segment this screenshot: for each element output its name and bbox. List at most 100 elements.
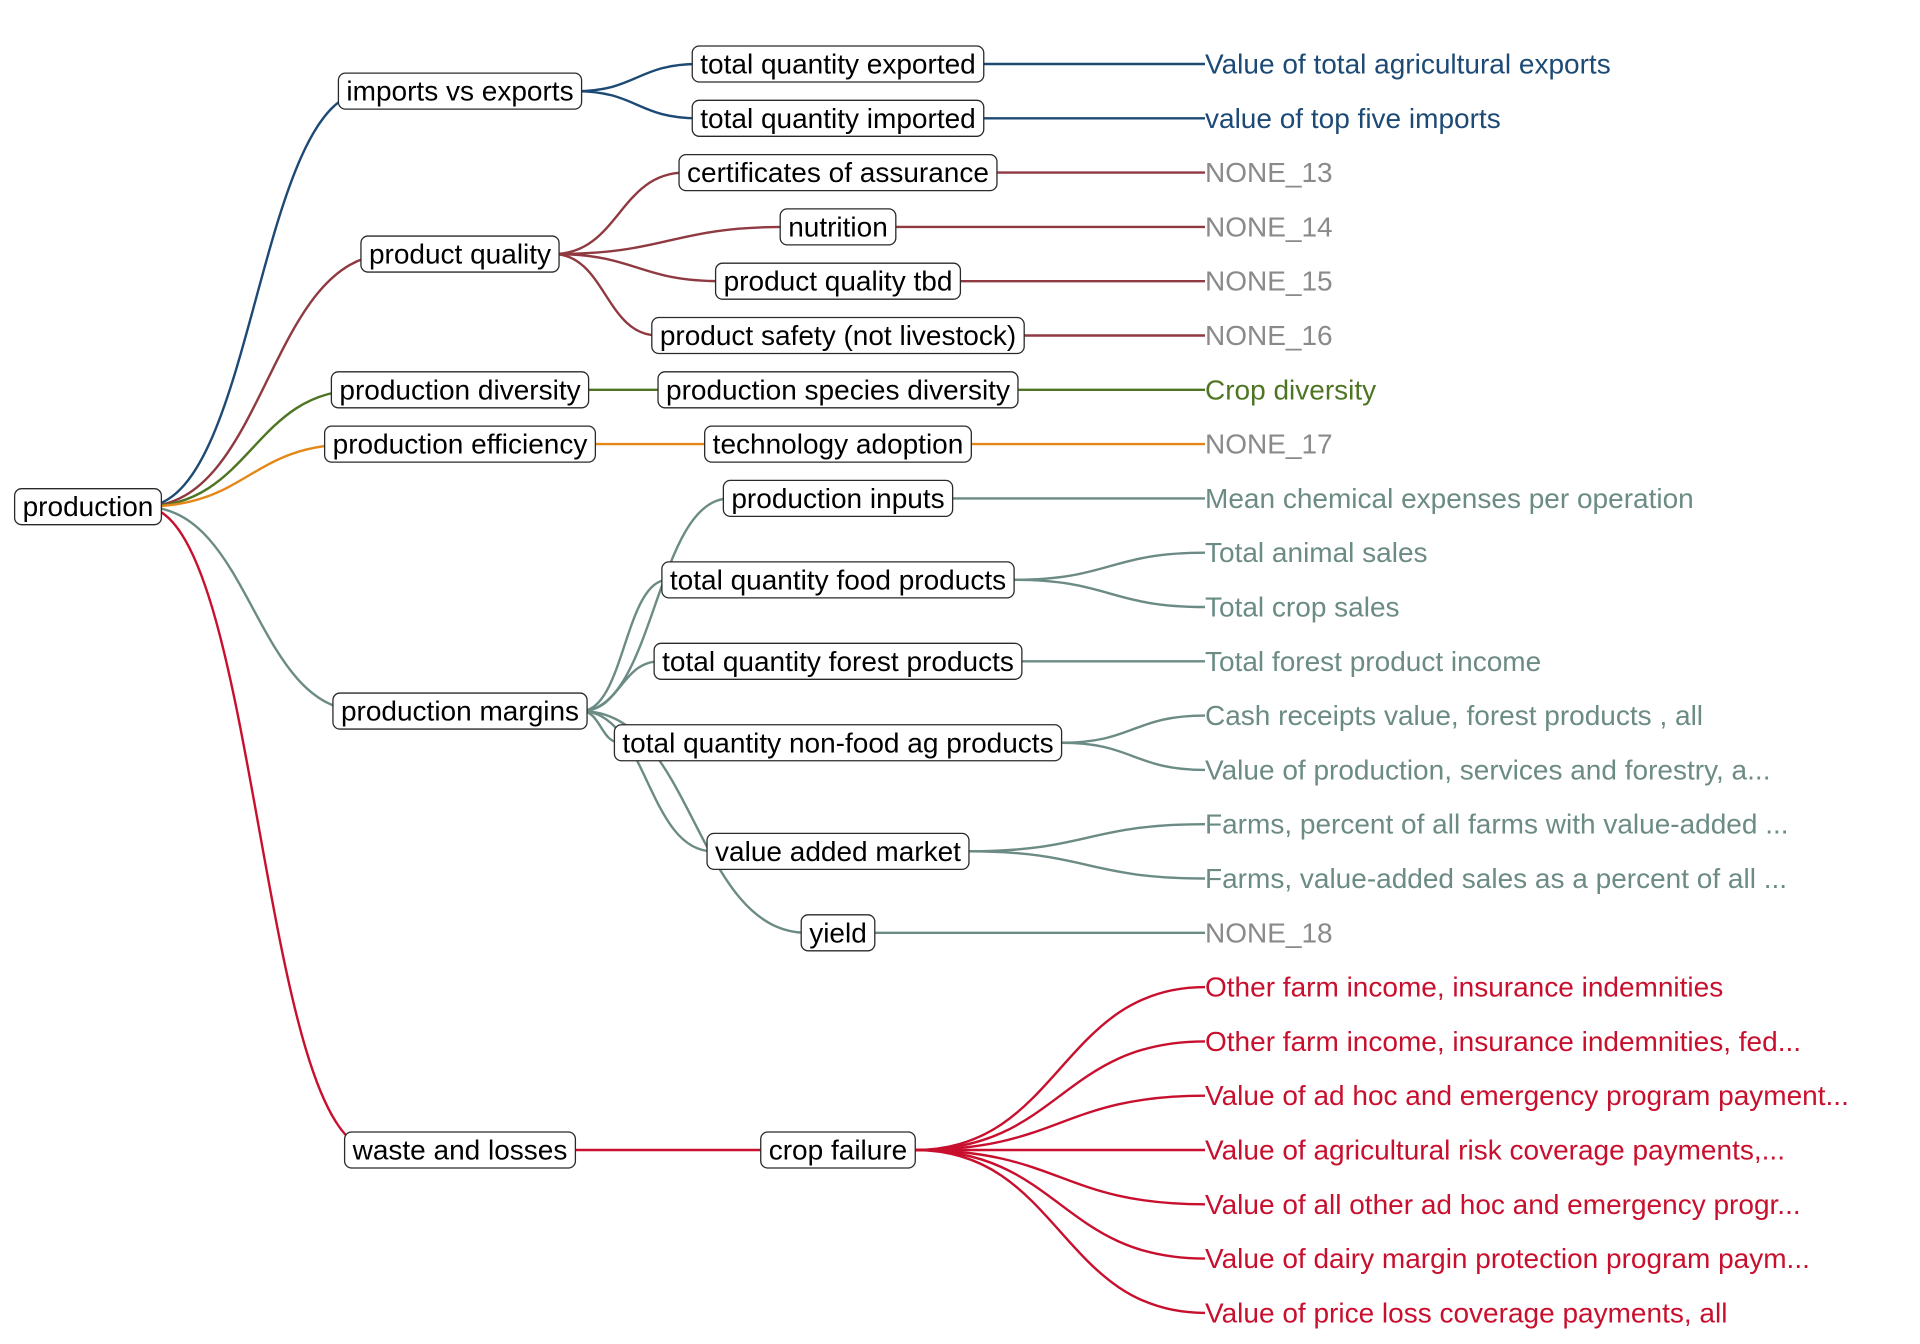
branch-waste-and-losses-edge <box>143 505 375 1152</box>
leaf-value-of-agricultural-risk-coverage-payments-label: Value of agricultural risk coverage paym… <box>1205 1135 1785 1166</box>
branch-production-margins-box <box>332 692 588 730</box>
subnode-total-quantity-exported-edge <box>575 62 699 93</box>
subnode-product-quality-tbd-box <box>714 262 962 300</box>
leaf-other-farm-income-insurance-indemnities-fed-edge <box>915 1040 1206 1152</box>
subnode-total-quantity-food-products-box <box>661 561 1015 599</box>
subnode-total-quantity-forest-products-box <box>653 642 1023 680</box>
subnode-total-quantity-imported-edge <box>575 89 699 120</box>
leaf-value-of-price-loss-coverage-payments-all-edge <box>915 1148 1206 1315</box>
leaf-value-of-all-other-ad-hoc-and-emergency-progr-label: Value of all other ad hoc and emergency … <box>1205 1189 1801 1220</box>
subnode-crop-failure-box <box>760 1131 916 1169</box>
leaf-none-13-label: NONE_13 <box>1205 157 1333 188</box>
subnode-yield-label: yield <box>809 917 867 948</box>
branch-production-efficiency-box <box>323 425 597 463</box>
subnode-total-quantity-imported-box <box>691 99 985 137</box>
subnode-product-safety-not-livestock-edge <box>553 252 658 337</box>
subnode-yield-edge <box>581 709 808 934</box>
leaf-value-of-dairy-margin-protection-program-paym-label: Value of dairy margin protection program… <box>1205 1243 1810 1274</box>
branch-product-quality-box <box>360 235 560 273</box>
subnode-nutrition-node: nutrition <box>779 208 897 246</box>
subnode-total-quantity-forest-products-edge <box>581 660 661 713</box>
subnode-nutrition-edge <box>553 225 787 256</box>
subnode-total-quantity-non-food-ag-products-label: total quantity non-food ag products <box>622 727 1053 758</box>
leaf-none-18-label: NONE_18 <box>1205 917 1333 948</box>
subnode-production-inputs-box <box>722 479 954 518</box>
leaf-total-animal-sales-edge <box>1014 551 1206 582</box>
leaf-other-farm-income-insurance-indemnities-edge <box>915 985 1206 1152</box>
branch-production-efficiency-label: production efficiency <box>333 429 588 460</box>
edges-layer <box>143 62 1206 1315</box>
subnode-production-species-diversity-box <box>657 371 1019 409</box>
leaf-value-of-all-other-ad-hoc-and-emergency-progr-edge <box>915 1148 1206 1206</box>
leaf-total-crop-sales-label: Total crop sales <box>1205 592 1400 623</box>
subnode-product-quality-tbd-node: product quality tbd <box>714 262 962 300</box>
subnode-technology-adoption-node: technology adoption <box>704 425 972 463</box>
subnode-nutrition-box <box>779 208 897 246</box>
root-production-node: production <box>13 488 163 526</box>
leaf-other-farm-income-insurance-indemnities-fed-label: Other farm income, insurance indemnities… <box>1205 1026 1801 1057</box>
subnode-total-quantity-exported-box <box>691 45 985 83</box>
branch-production-efficiency-edge <box>143 442 355 508</box>
subnode-yield-node: yield <box>800 914 876 952</box>
subnode-certificates-of-assurance-node: certificates of assurance <box>678 153 998 192</box>
branch-imports-vs-exports-label: imports vs exports <box>346 76 573 107</box>
root-production-box <box>13 488 163 526</box>
subnode-total-quantity-exported-label: total quantity exported <box>700 49 976 80</box>
leaf-value-of-ad-hoc-and-emergency-program-payment-edge <box>915 1094 1206 1152</box>
subnode-value-added-market-box <box>706 832 970 870</box>
leaf-cash-receipts-value-forest-products-all-edge <box>1061 714 1206 744</box>
leaf-farms-value-added-sales-as-a-percent-of-all-label: Farms, value-added sales as a percent of… <box>1205 863 1787 894</box>
subnode-total-quantity-imported-label: total quantity imported <box>700 103 976 134</box>
leaf-none-14-label: NONE_14 <box>1205 211 1333 242</box>
leaf-value-of-production-services-and-forestry-a-edge <box>1061 741 1206 772</box>
branch-production-margins-edge <box>143 505 363 713</box>
branch-imports-vs-exports-box <box>337 72 583 110</box>
leaf-farms-percent-of-all-farms-with-value-added-label: Farms, percent of all farms with value-a… <box>1205 809 1789 840</box>
branch-waste-and-losses-label: waste and losses <box>352 1135 568 1166</box>
subnode-product-safety-not-livestock-label: product safety (not livestock) <box>660 320 1016 351</box>
subnode-total-quantity-food-products-label: total quantity food products <box>670 564 1006 595</box>
subnode-total-quantity-exported-node: total quantity exported <box>691 45 985 83</box>
subnode-total-quantity-forest-products-node: total quantity forest products <box>653 642 1023 680</box>
leaf-farms-percent-of-all-farms-with-value-added-edge <box>968 823 1206 853</box>
subnode-product-safety-not-livestock-box <box>651 316 1025 355</box>
branch-product-quality-edge <box>143 252 391 508</box>
leaf-total-animal-sales-label: Total animal sales <box>1205 537 1428 568</box>
subnode-product-safety-not-livestock-node: product safety (not livestock) <box>651 316 1025 355</box>
branch-imports-vs-exports-edge <box>143 89 369 508</box>
subnode-total-quantity-food-products-node: total quantity food products <box>661 561 1015 599</box>
subnode-certificates-of-assurance-label: certificates of assurance <box>687 157 989 188</box>
leaf-total-forest-product-income-label: Total forest product income <box>1205 646 1541 677</box>
subnode-value-added-market-node: value added market <box>706 832 970 870</box>
subnode-nutrition-label: nutrition <box>788 211 888 242</box>
branch-imports-vs-exports-node: imports vs exports <box>337 72 583 110</box>
subnode-total-quantity-non-food-ag-products-node: total quantity non-food ag products <box>613 724 1063 762</box>
leaves-layer: Value of total agricultural exports value… <box>1205 49 1849 1329</box>
subnode-crop-failure-node: crop failure <box>760 1131 916 1169</box>
leaf-value-of-price-loss-coverage-payments-all-label: Value of price loss coverage payments, a… <box>1205 1297 1727 1328</box>
subnode-yield-box <box>800 914 876 952</box>
leaf-value-of-ad-hoc-and-emergency-program-payment-label: Value of ad hoc and emergency program pa… <box>1205 1080 1849 1111</box>
subnode-production-species-diversity-node: production species diversity <box>657 371 1019 409</box>
leaf-value-of-dairy-margin-protection-program-paym-edge <box>915 1148 1206 1260</box>
subnode-crop-failure-label: crop failure <box>769 1135 908 1166</box>
subnode-production-inputs-label: production inputs <box>731 483 944 514</box>
leaf-none-16-label: NONE_16 <box>1205 320 1333 351</box>
subnode-production-inputs-node: production inputs <box>722 479 954 518</box>
leaf-value-of-production-services-and-forestry-a-label: Value of production, services and forest… <box>1205 754 1770 785</box>
leaf-value-of-total-agricultural-exports-label: Value of total agricultural exports <box>1205 49 1611 80</box>
subnode-value-added-market-label: value added market <box>715 836 961 867</box>
branch-waste-and-losses-box <box>343 1131 577 1169</box>
branch-production-diversity-node: production diversity <box>330 371 590 409</box>
subnode-value-added-market-edge <box>581 709 714 853</box>
branch-product-quality-label: product quality <box>369 239 551 270</box>
leaf-mean-chemical-expenses-per-operation-label: Mean chemical expenses per operation <box>1205 483 1694 514</box>
subnode-certificates-of-assurance-box <box>678 153 998 192</box>
branch-product-quality-node: product quality <box>360 235 560 273</box>
nodes-layer: production imports vs exports total quanti… <box>13 45 1063 1169</box>
subnode-total-quantity-food-products-edge <box>580 578 669 713</box>
subnode-total-quantity-non-food-ag-products-box <box>613 724 1063 762</box>
leaf-value-of-top-five-imports-label: value of top five imports <box>1205 103 1501 134</box>
leaf-other-farm-income-insurance-indemnities-label: Other farm income, insurance indemnities <box>1205 972 1723 1003</box>
